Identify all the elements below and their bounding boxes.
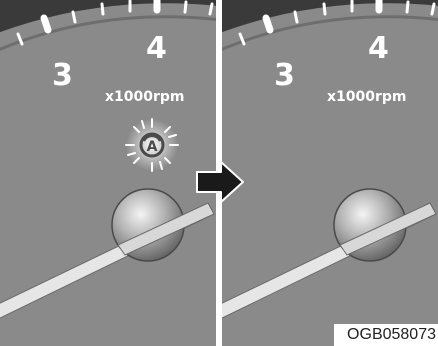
rpm-label-3: 3 (52, 58, 73, 93)
bezel-rim (222, 15, 438, 51)
needle-tail (117, 202, 215, 256)
rpm-unit-label: x1000rpm (327, 89, 407, 105)
auto-stop-indicator-icon: A (125, 118, 179, 172)
right-arrow-icon (196, 161, 244, 203)
dial-bezel (0, 0, 216, 33)
needle-tail (339, 202, 437, 256)
bezel-rim (0, 15, 216, 51)
image-code-label: OGB058073 (334, 324, 438, 346)
rpm-unit-label: x1000rpm (105, 89, 185, 105)
indicator-glyph: A (147, 139, 158, 155)
rpm-label-4: 4 (368, 31, 389, 66)
rpm-label-3: 3 (274, 58, 295, 93)
tick-marks (238, 0, 436, 46)
tick-marks (16, 0, 214, 46)
rpm-label-4: 4 (146, 31, 167, 66)
gauge-panel-before: 3 4 x1000rpm A (0, 0, 216, 346)
gauge-panel-after: 3 4 x1000rpm (222, 0, 438, 346)
dial-bezel (222, 0, 438, 33)
